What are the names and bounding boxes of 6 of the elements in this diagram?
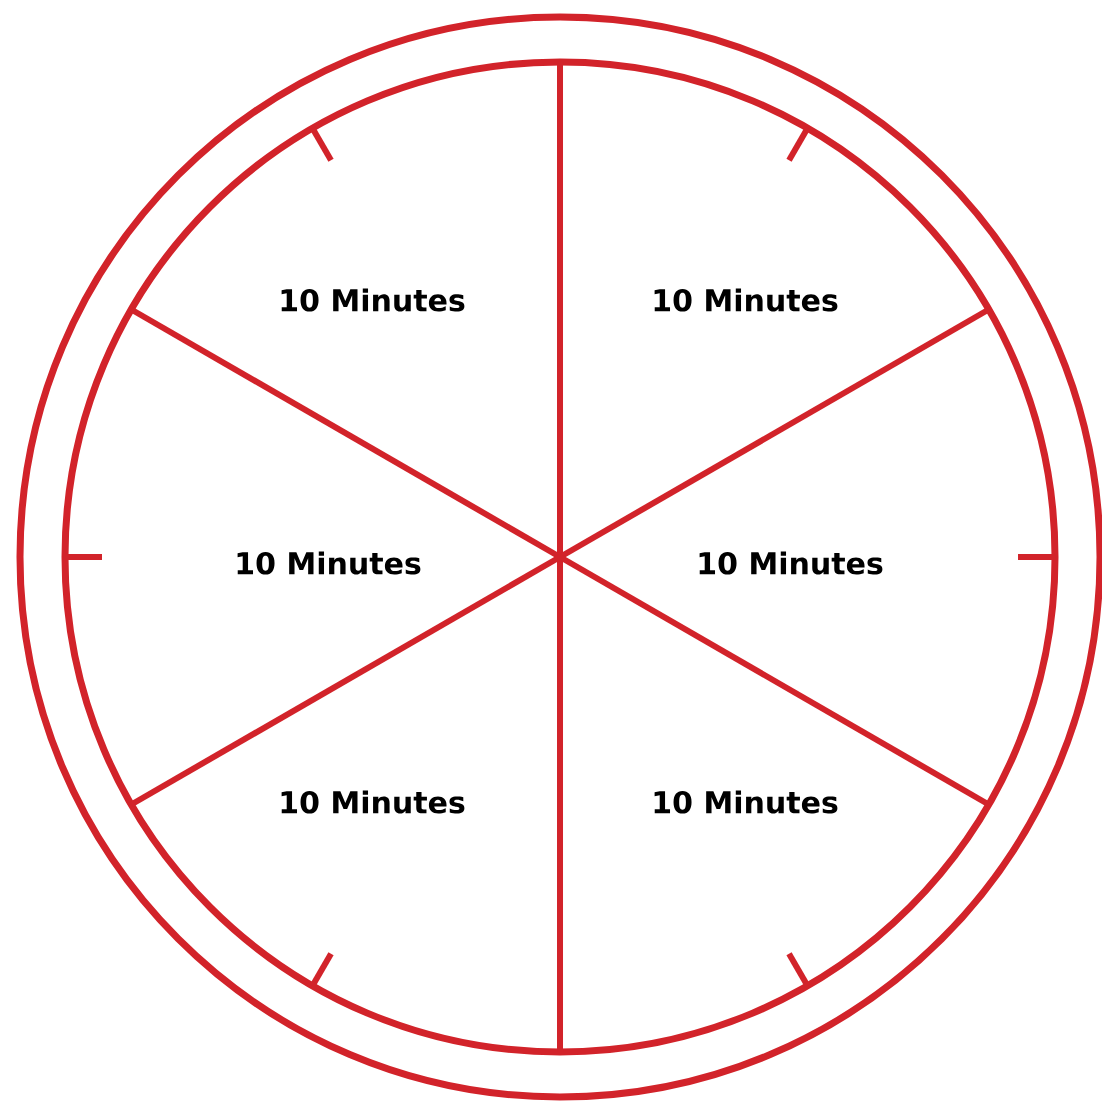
sector-label: 10 Minutes (699, 551, 883, 575)
sector-label: 10 Minutes (237, 551, 421, 575)
sector-label: 10 Minutes (654, 288, 838, 312)
sector-label: 10 Minutes (281, 790, 465, 814)
sector-label: 10 Minutes (281, 288, 465, 312)
sector-label: 10 Minutes (654, 790, 838, 814)
